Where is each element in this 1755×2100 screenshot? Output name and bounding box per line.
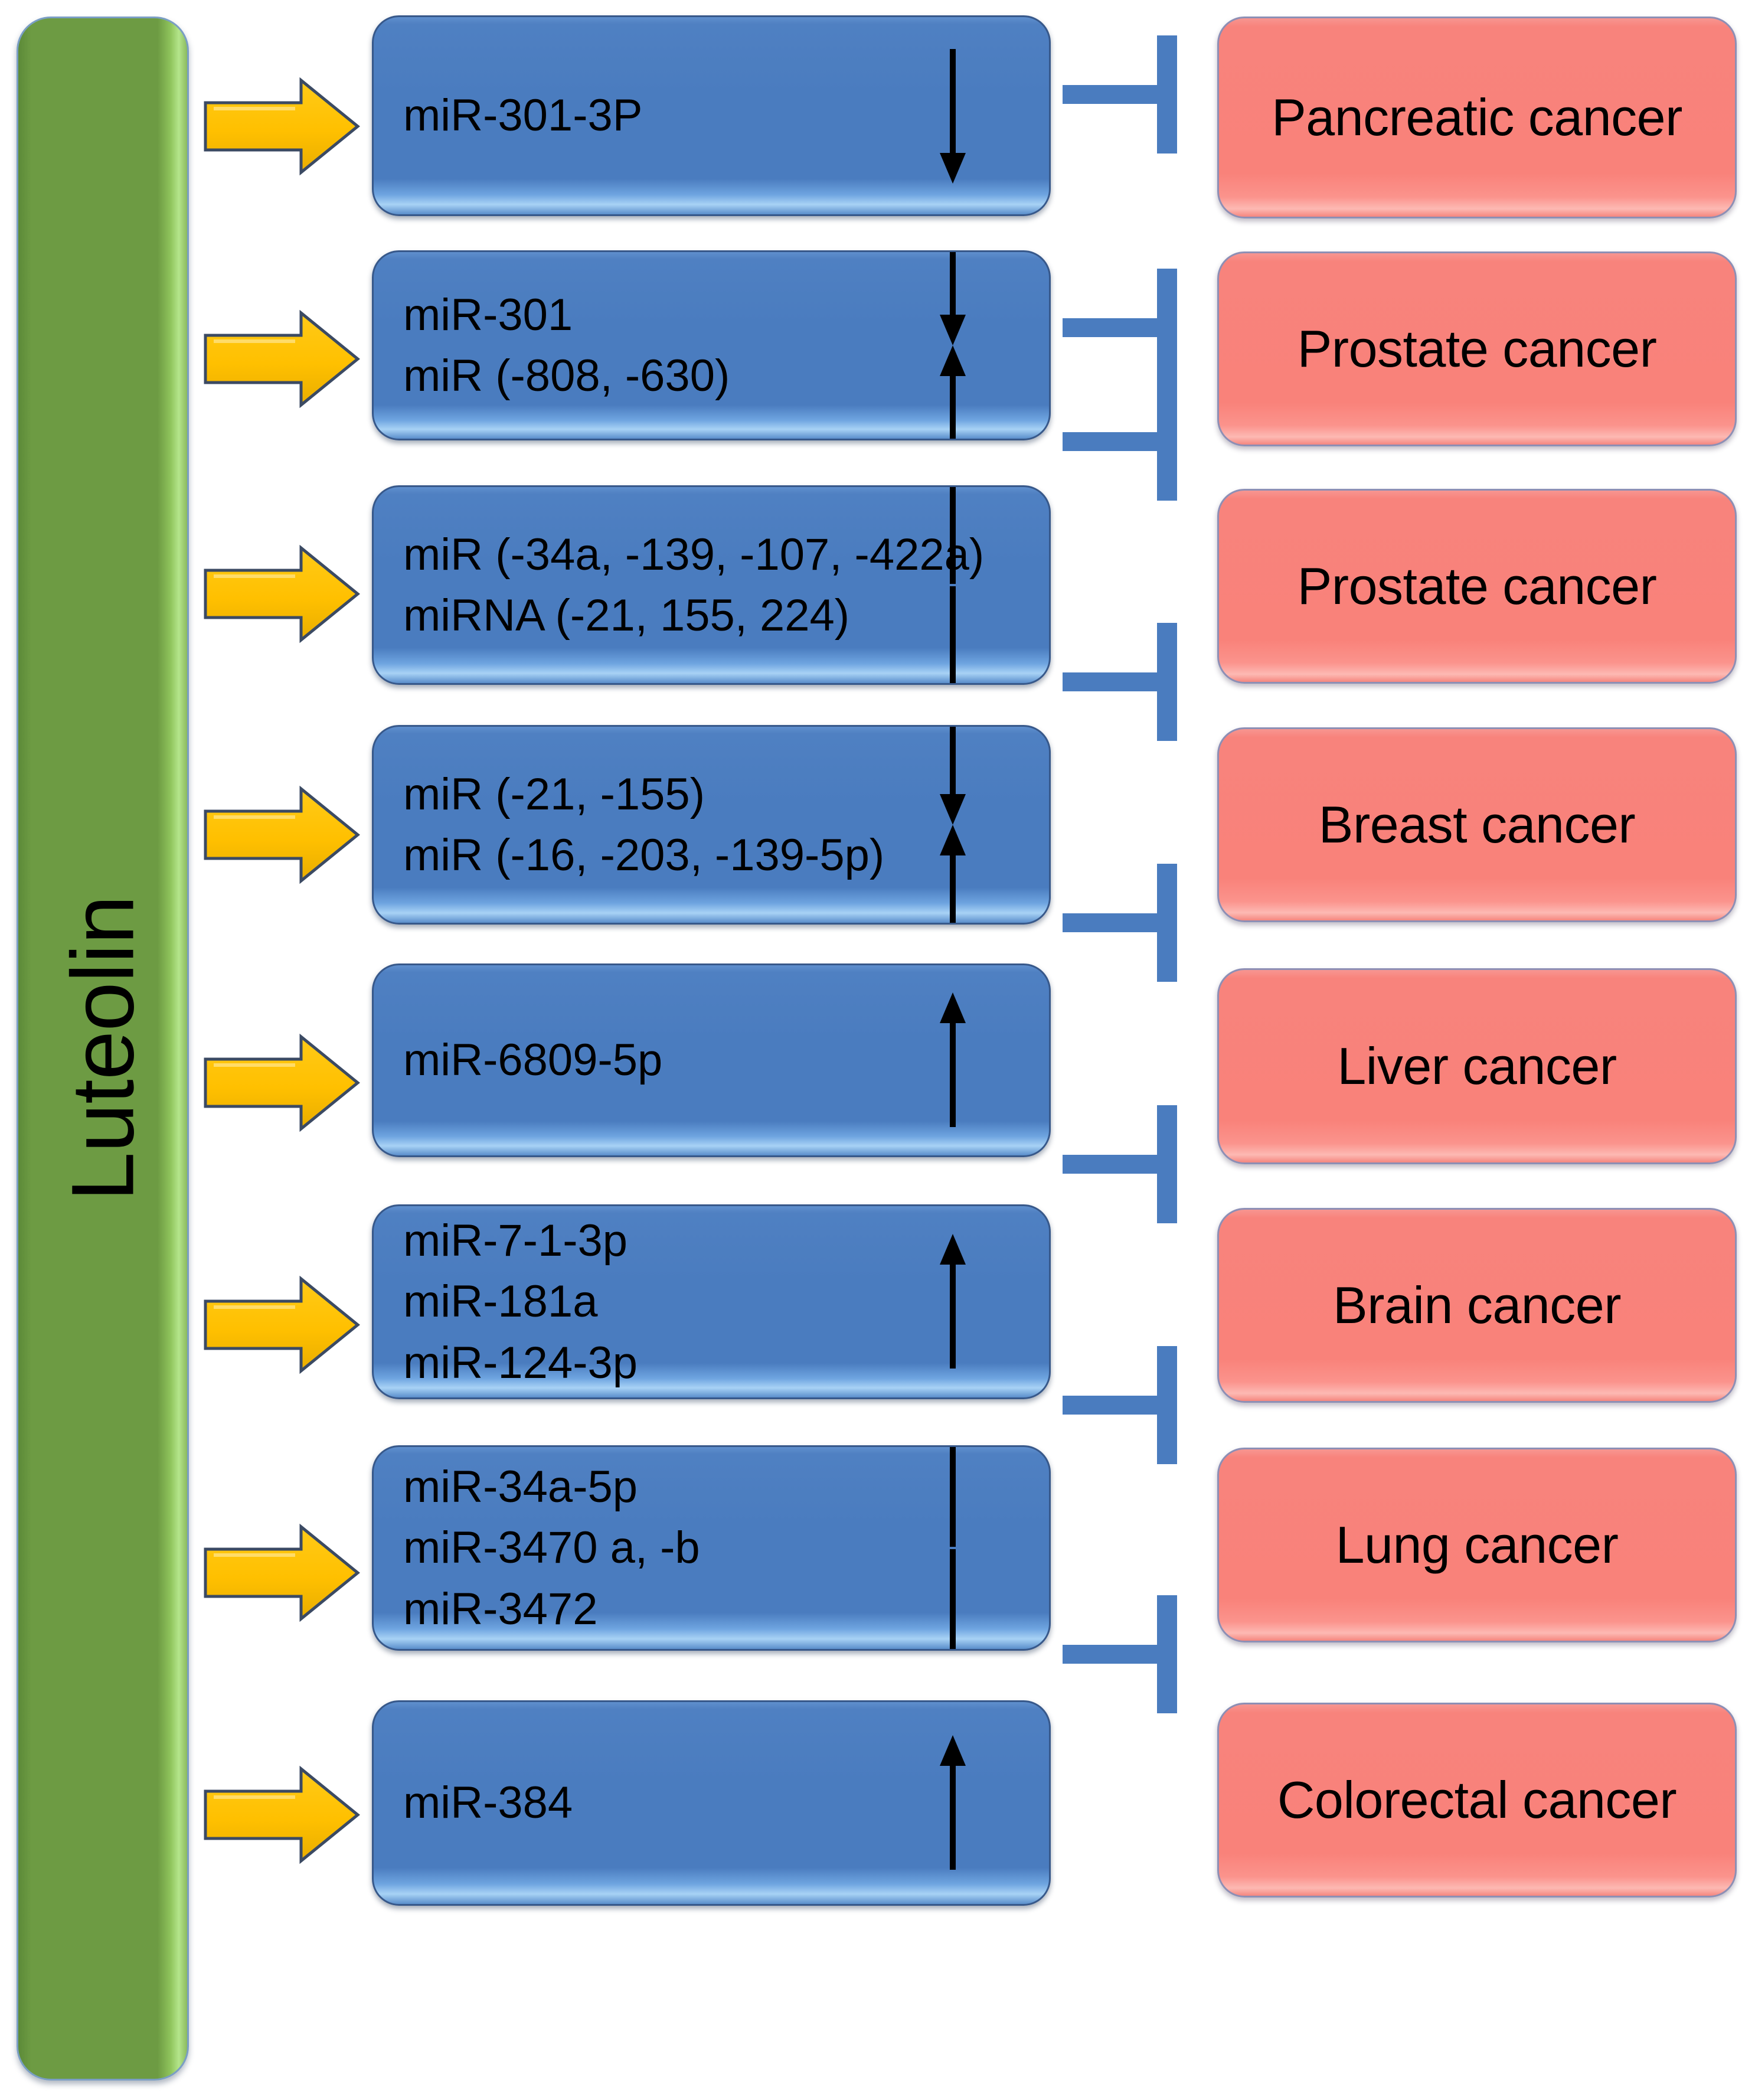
inhibition-connector-icon	[1063, 35, 1179, 154]
mirna-name-list: miR-6809-5p	[374, 1030, 662, 1090]
regulation-arrow-group	[932, 487, 973, 683]
inhibition-connector-icon	[1063, 1105, 1179, 1223]
down-arrow-icon	[934, 727, 972, 825]
up-arrow-icon	[934, 487, 972, 585]
mirna-box-content: miR-384	[374, 1702, 1049, 1904]
cancer-box[interactable]: Breast cancer	[1217, 727, 1737, 922]
cancer-label: Breast cancer	[1318, 795, 1636, 854]
inhibition-connector-icon	[1063, 1595, 1179, 1713]
mirna-box-content: miR-7-1-3p miR-181a miR-124-3p	[374, 1206, 1049, 1397]
luteolin-action-arrow-icon	[203, 77, 361, 176]
mirna-name: miR-301-3P	[403, 90, 643, 141]
up-arrow-icon	[934, 345, 972, 439]
luteolin-action-arrow-icon	[203, 544, 361, 644]
down-arrow-icon	[934, 252, 972, 345]
mirna-box-content: miR (-21, -155) miR (-16, -203, -139-5p)	[374, 727, 1049, 923]
mirna-box-content: miR-6809-5p	[374, 965, 1049, 1155]
mirna-box[interactable]: miR-301 miR (-808, -630)	[372, 250, 1051, 440]
mirna-name: miR-6809-5p	[403, 1035, 663, 1086]
mirna-name: miR-301	[403, 289, 573, 340]
mirna-name: miR-384	[403, 1778, 573, 1828]
mirna-box[interactable]: miR-301-3P	[372, 15, 1051, 216]
down-arrow-icon	[934, 585, 972, 683]
up-arrow-icon	[934, 825, 972, 923]
cancer-box[interactable]: Liver cancer	[1217, 968, 1737, 1164]
up-arrow-icon	[934, 1735, 972, 1871]
regulation-arrow-group	[932, 252, 973, 439]
cancer-label: Liver cancer	[1337, 1037, 1617, 1095]
mirna-name: miR-124-3p	[403, 1337, 638, 1388]
mirna-name-list: miR-7-1-3p miR-181a miR-124-3p	[374, 1210, 638, 1393]
regulation-arrow-group	[932, 965, 973, 1155]
inhibition-connector-icon	[1063, 383, 1179, 501]
regulation-arrow-group	[932, 1447, 973, 1649]
mirna-name: miR-3472	[403, 1583, 598, 1634]
mirna-box-content: miR-301-3P	[374, 17, 1049, 214]
mirna-name: miRNA (-21, 155, 224)	[403, 590, 850, 641]
mirna-name: miR (-808, -630)	[403, 351, 730, 401]
down-arrow-icon	[934, 48, 972, 184]
mirna-box[interactable]: miR-34a-5p miR-3470 a, -b miR-3472	[372, 1445, 1051, 1651]
mirna-box[interactable]: miR-384	[372, 1700, 1051, 1906]
cancer-box[interactable]: Prostate cancer	[1217, 489, 1737, 684]
mirna-box[interactable]: miR (-34a, -139, -107, -422a) miRNA (-21,…	[372, 485, 1051, 685]
mirna-name: miR (-16, -203, -139-5p)	[403, 830, 885, 880]
luteolin-source-node[interactable]: Luteolin	[17, 17, 189, 2081]
cancer-label: Brain cancer	[1332, 1276, 1622, 1334]
regulation-arrow-group	[932, 1206, 973, 1397]
mirna-box[interactable]: miR-6809-5p	[372, 964, 1051, 1157]
luteolin-action-arrow-icon	[203, 1523, 361, 1622]
mirna-box-content: miR (-34a, -139, -107, -422a) miRNA (-21,…	[374, 487, 1049, 683]
luteolin-action-arrow-icon	[203, 1275, 361, 1374]
mirna-name-list: miR-301 miR (-808, -630)	[374, 285, 730, 407]
mirna-name: miR (-21, -155)	[403, 769, 705, 819]
cancer-box[interactable]: Lung cancer	[1217, 1448, 1737, 1642]
luteolin-action-arrow-icon	[203, 1765, 361, 1864]
cancer-box[interactable]: Prostate cancer	[1217, 252, 1737, 446]
inhibition-connector-icon	[1063, 864, 1179, 982]
regulation-arrow-group	[932, 17, 973, 214]
mirna-name-list: miR-34a-5p miR-3470 a, -b miR-3472	[374, 1456, 700, 1639]
mirna-name: miR-34a-5p	[403, 1461, 638, 1512]
mirna-name: miR-181a	[403, 1276, 598, 1327]
mirna-name-list: miR (-21, -155) miR (-16, -203, -139-5p)	[374, 764, 884, 886]
up-arrow-icon	[934, 992, 972, 1128]
cancer-label: Colorectal cancer	[1277, 1771, 1677, 1829]
cancer-box[interactable]: Pancreatic cancer	[1217, 17, 1737, 218]
cancer-label: Pancreatic cancer	[1272, 88, 1682, 146]
mirna-name: miR-3470 a, -b	[403, 1523, 700, 1573]
mirna-name-list: miR-384	[374, 1772, 573, 1833]
cancer-label: Lung cancer	[1335, 1516, 1619, 1574]
mirna-name: miR-7-1-3p	[403, 1215, 628, 1266]
cancer-label: Prostate cancer	[1297, 557, 1657, 615]
mirna-box-content: miR-301 miR (-808, -630)	[374, 252, 1049, 439]
regulation-arrow-group	[932, 1702, 973, 1904]
down-arrow-icon	[934, 1548, 972, 1649]
luteolin-action-arrow-icon	[203, 309, 361, 409]
mirna-box[interactable]: miR-7-1-3p miR-181a miR-124-3p	[372, 1204, 1051, 1399]
regulation-arrow-group	[932, 727, 973, 923]
luteolin-label: Luteolin	[53, 896, 152, 1201]
mirna-name-list: miR-301-3P	[374, 85, 642, 146]
mirna-box-content: miR-34a-5p miR-3470 a, -b miR-3472	[374, 1447, 1049, 1649]
mirna-name: miR (-34a, -139, -107, -422a)	[403, 529, 985, 580]
luteolin-action-arrow-icon	[203, 1033, 361, 1132]
cancer-box[interactable]: Colorectal cancer	[1217, 1703, 1737, 1897]
inhibition-connector-icon	[1063, 623, 1179, 741]
cancer-box[interactable]: Brain cancer	[1217, 1208, 1737, 1403]
cancer-label: Prostate cancer	[1297, 319, 1657, 378]
inhibition-connector-icon	[1063, 1346, 1179, 1464]
mirna-box[interactable]: miR (-21, -155) miR (-16, -203, -139-5p)	[372, 725, 1051, 925]
luteolin-action-arrow-icon	[203, 785, 361, 884]
up-arrow-icon	[934, 1234, 972, 1370]
up-arrow-icon	[934, 1447, 972, 1548]
mirna-name-list: miR (-34a, -139, -107, -422a) miRNA (-21,…	[374, 524, 984, 646]
inhibition-connector-icon	[1063, 269, 1179, 387]
